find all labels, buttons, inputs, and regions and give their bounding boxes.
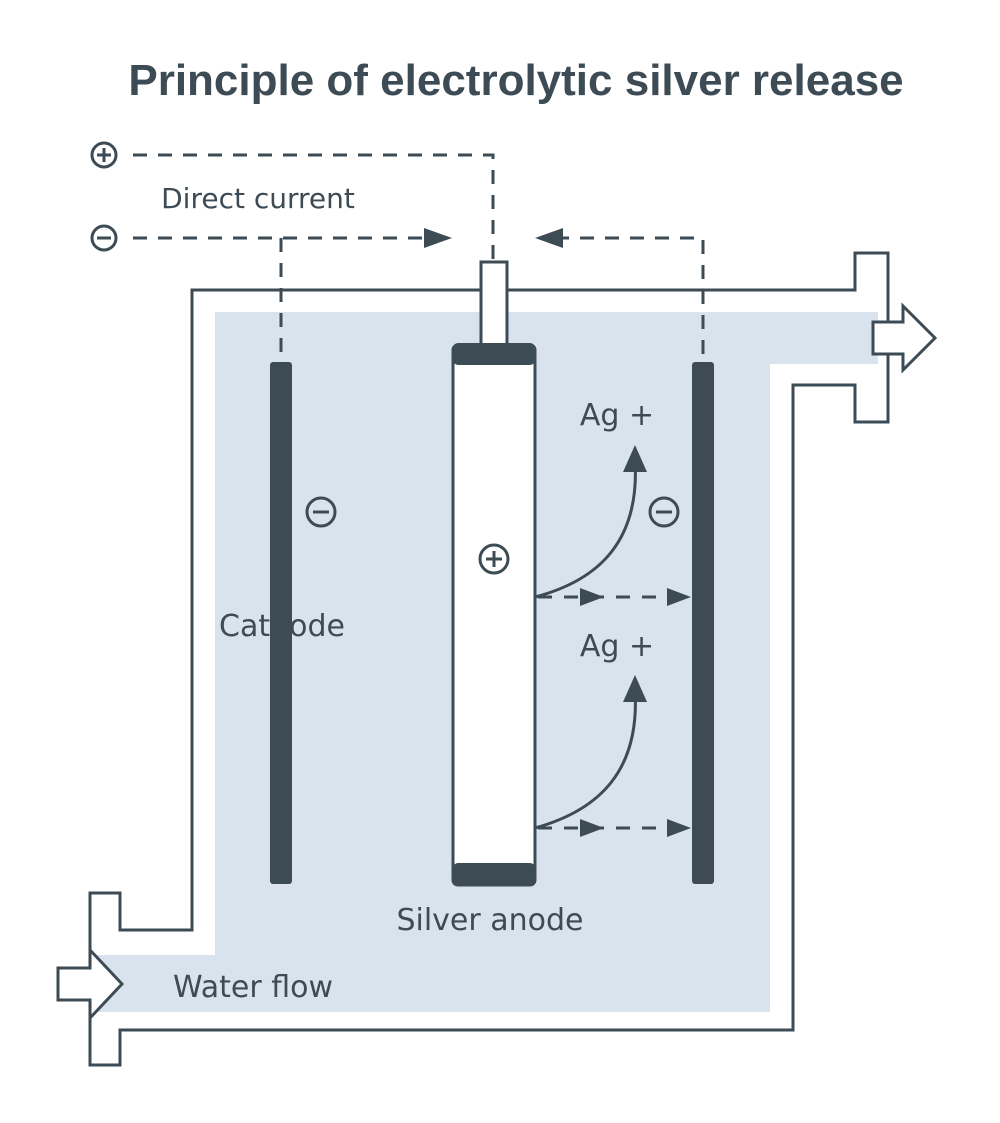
direct-current-label: Direct current <box>161 182 355 215</box>
silver-anode-label: Silver anode <box>396 903 583 938</box>
upper-electron-arrowhead-mid <box>580 588 604 606</box>
upper-ion-curve <box>534 459 637 599</box>
lower-ion-curve <box>534 689 637 830</box>
upper-ion-arrowhead <box>623 445 647 472</box>
right-cathode-plate <box>692 362 714 884</box>
water-flow-label: Water flow <box>173 970 333 1005</box>
upper-silver-ion-label: Ag + <box>580 398 654 433</box>
outlet-flow-arrow <box>871 302 938 374</box>
negative-wire-arrowhead <box>424 228 452 248</box>
lower-silver-ion-label: Ag + <box>580 629 654 664</box>
anode-rod <box>479 260 509 350</box>
silver-anode-body <box>451 343 537 887</box>
right-cathode-minus-icon <box>648 496 680 528</box>
cathode-plate-overlay <box>270 600 292 646</box>
cathode-minus-icon <box>305 496 337 528</box>
inlet-flow-arrow <box>56 946 125 1022</box>
right-cathode-wire <box>555 236 705 362</box>
plus-terminal-icon <box>90 141 118 169</box>
outlet-water <box>768 312 878 364</box>
lower-ion-arrowhead <box>623 675 647 702</box>
lower-electron-arrowhead-end <box>667 819 691 837</box>
right-wire-arrowhead <box>535 228 563 248</box>
chamber-outline <box>88 251 890 1067</box>
upper-electron-arrowhead-end <box>667 588 691 606</box>
anode-bottom-cap <box>453 863 535 885</box>
minus-terminal-icon <box>90 224 118 252</box>
lower-electron-arrowhead-mid <box>580 819 604 837</box>
positive-wire <box>133 153 495 262</box>
anode-top-cap <box>453 343 535 365</box>
anode-plus-icon <box>478 543 510 575</box>
diagram-title: Principle of electrolytic silver release <box>128 56 903 105</box>
